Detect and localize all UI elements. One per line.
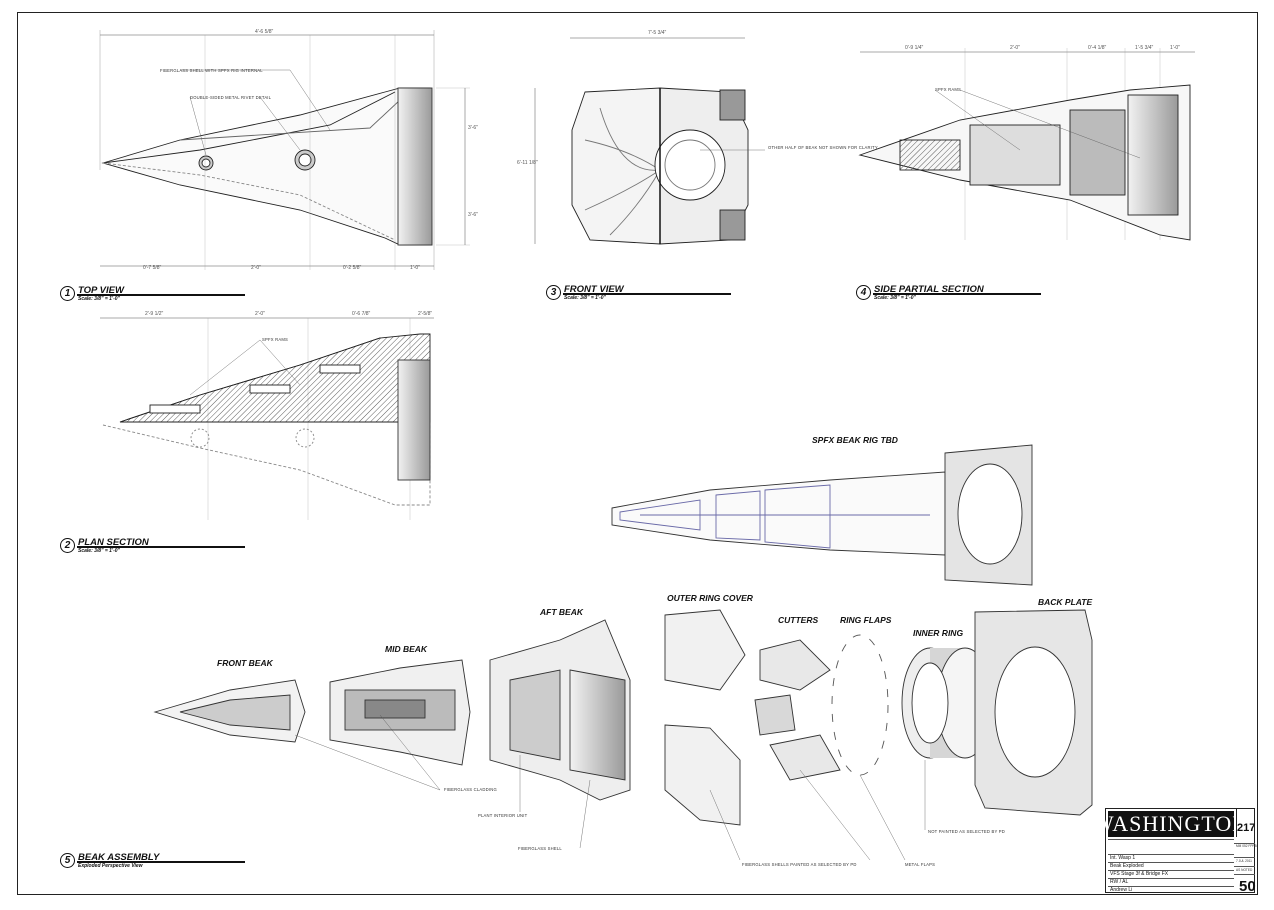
tb-row (1108, 878, 1234, 879)
dim-side-b: 2'-0" (1010, 45, 1020, 51)
view-scale: Scale: 3/8" = 1'-0" (78, 296, 120, 302)
drawing-title: Beak Exploded (1110, 863, 1144, 869)
tb-row (1108, 839, 1234, 840)
view-name: TOP VIEW (78, 285, 124, 296)
note-fiberglass-shell-spfx: FIBERGLASS SHELL WITH SPFX RIG INTERNAL (160, 68, 263, 73)
dim-front-width: 7'-5 3/4" (648, 30, 667, 36)
front-view-drawing (534, 37, 765, 245)
dim-top-b: 2'-0" (251, 265, 261, 271)
plan-section-drawing (100, 317, 434, 520)
drawing-date: 7 JUL 2011 (1236, 859, 1252, 863)
ring-flaps-label: RING FLAPS (840, 615, 892, 625)
title-rule (77, 546, 245, 548)
spfx-rig-title: SPFX BEAK RIG TBD (812, 435, 898, 445)
view-number: 4 (856, 285, 871, 300)
drawn-by: RW / AL (1110, 879, 1129, 885)
title-block: WASHINGTON 217 Int. Wasp 1 Beak Exploded… (1092, 808, 1257, 895)
outer-ring-cover-label: OUTER RING COVER (667, 593, 753, 603)
note-metal-flaps: METAL FLAPS (905, 862, 936, 867)
front-beak-label: FRONT BEAK (217, 658, 273, 668)
back-plate-label: BACK PLATE (1038, 597, 1093, 607)
scene-name: Int. Wasp 1 (1110, 855, 1136, 861)
title-rule (873, 293, 1041, 295)
note-plant-interior: PLANT INTERIOR UNIT (478, 813, 528, 818)
dim-plan-c: 0'-6 7/8" (352, 311, 371, 317)
view-name: FRONT VIEW (564, 284, 624, 295)
note-double-sided: DOUBLE-SIDED METAL RIVET DETAIL (190, 95, 272, 100)
tb-row (1108, 886, 1234, 887)
sheet-border (17, 12, 1258, 895)
view-number: 1 (60, 286, 75, 301)
title-rule (563, 293, 731, 295)
top-view-drawing (99, 30, 470, 270)
cutters-label: CUTTERS (778, 615, 819, 625)
note-fiberglass-cladding: FIBERGLASS CLADDING (444, 787, 497, 792)
view-number: 3 (546, 285, 561, 300)
view-name: SIDE PARTIAL SECTION (874, 284, 984, 295)
dim-plan-d: 2'-5/8" (418, 311, 433, 317)
dim-top-d: 1'-0" (410, 265, 420, 271)
view-title-assembly: 5 BEAK ASSEMBLY Exploded Perspective Vie… (60, 853, 159, 869)
studio-logo: WASHINGTON (1092, 811, 1250, 837)
dim-top-c: 0'-2 5/8" (343, 265, 362, 271)
tb-row (1234, 843, 1255, 844)
side-partial-section-drawing (858, 48, 1195, 241)
dim-side-e: 1'-0" (1170, 45, 1180, 51)
dim-top-h1: 3'-6" (468, 125, 478, 131)
view-name: PLAN SECTION (78, 537, 149, 548)
tb-row (1234, 866, 1255, 867)
dim-top-overall: 4'-6 5/8" (255, 29, 274, 35)
view-title-side: 4 SIDE PARTIAL SECTION Scale: 3/8" = 1'-… (856, 285, 984, 301)
view-scale: Scale: 3/8" = 1'-0" (78, 548, 120, 554)
scale-code: AS NOTED (1236, 868, 1253, 872)
view-title-plan: 2 PLAN SECTION Scale: 3/8" = 1'-0" (60, 538, 149, 554)
view-number: 2 (60, 538, 75, 553)
dim-top-h2: 3'-6" (468, 212, 478, 218)
dim-side-d: 1'-5 3/4" (1135, 45, 1154, 51)
tb-row (1108, 862, 1234, 863)
dim-side-c: 0'-4 1/8" (1088, 45, 1107, 51)
sheet-number: 217 (1237, 822, 1256, 834)
note-spfx-rams-plan: SPFX RAMS (262, 337, 288, 342)
inner-ring-label: INNER RING (913, 628, 964, 638)
dim-side-a: 0'-9 1/4" (905, 45, 924, 51)
title-rule (77, 294, 245, 296)
dim-top-a: 0'-7 5/8" (143, 265, 162, 271)
tb-row (1108, 854, 1234, 855)
sheet-box (1236, 809, 1256, 837)
view-scale: Scale: 3/8" = 1'-0" (874, 295, 916, 301)
note-fiberglass-shell: FIBERGLASS SHELL (518, 846, 562, 851)
note-spfx-rams: SPFX RAMS (935, 87, 961, 92)
dim-plan-a: 2'-9 1/2" (145, 311, 164, 317)
spfx-rig-drawing (611, 444, 1033, 586)
view-title-front: 3 FRONT VIEW Scale: 3/8" = 1'-0" (546, 285, 624, 301)
view-number: 5 (60, 853, 75, 868)
mid-beak-label: MID BEAK (385, 644, 428, 654)
tb-row (1234, 857, 1255, 858)
tb-row (1108, 870, 1234, 871)
drawing-code: MM 052 FPPB (1236, 844, 1257, 848)
tb-row (1234, 874, 1255, 875)
note-not-painted: NOT PAINTED AS SELECTED BY PD (928, 829, 1006, 834)
title-rule (77, 861, 245, 863)
artist-name: Andrew Li (1110, 887, 1133, 893)
note-shells-painted: FIBERGLASS SHELLS PAINTED AS SELECTED BY… (742, 862, 857, 867)
beak-assembly-drawing (153, 609, 1093, 861)
aft-beak-label: AFT BEAK (540, 607, 583, 617)
page-number: 50 (1239, 878, 1256, 895)
view-scale: Scale: 3/8" = 1'-0" (564, 295, 606, 301)
view-scale: Exploded Perspective View (78, 863, 143, 869)
view-title-top: 1 TOP VIEW Scale: 3/8" = 1'-0" (60, 286, 124, 302)
view-name: BEAK ASSEMBLY (78, 852, 160, 863)
dim-plan-b: 2'-0" (255, 311, 265, 317)
dim-front-height: 6'-11 1/8" (517, 160, 538, 166)
note-other-half: OTHER HALF OF BEAK NOT SHOWN FOR CLARITY (768, 145, 878, 150)
set-name: VFS Stage 3f & Bridge FX (1110, 871, 1169, 877)
